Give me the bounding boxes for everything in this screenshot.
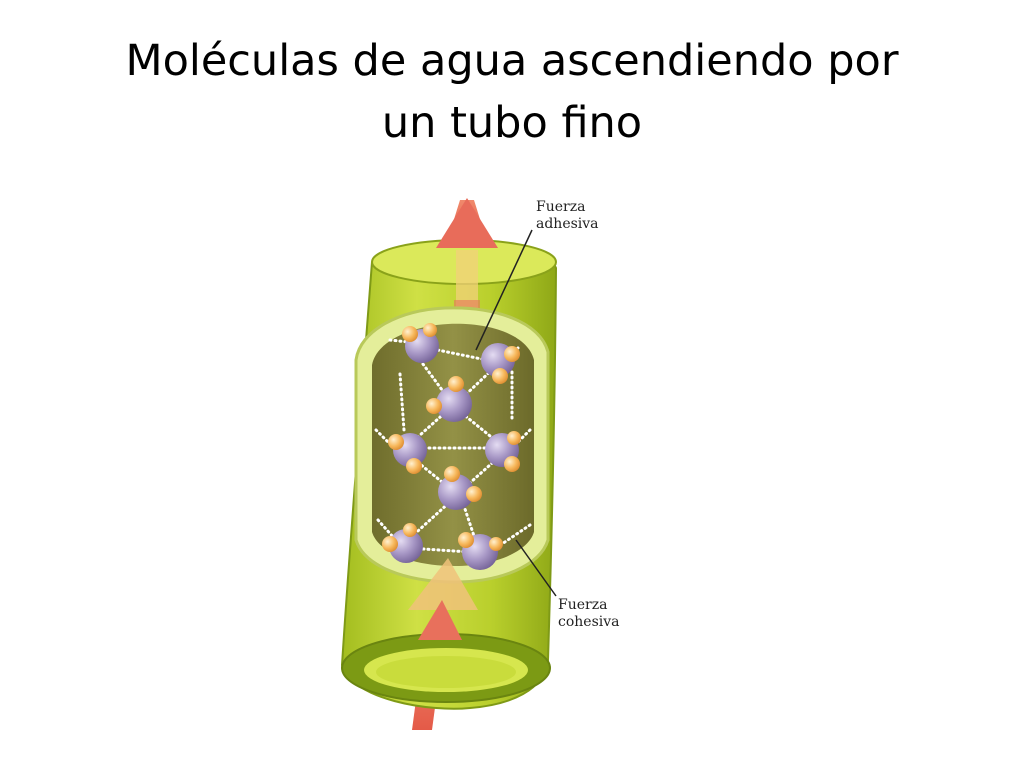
cohesive-label-line-1: Fuerza — [558, 597, 607, 613]
cohesive-label-line-2: cohesiva — [558, 614, 620, 630]
bottom-arrow-head-icon — [408, 558, 478, 640]
adhesive-force-label: Fuerza adhesiva — [536, 199, 599, 232]
water-molecule-icon — [481, 343, 520, 384]
slide-title: Moléculas de agua ascendiendo por un tub… — [40, 30, 984, 154]
cohesive-force-label: Fuerza cohesiva — [558, 597, 620, 630]
water-molecules — [382, 323, 521, 570]
cohesive-callout-line — [515, 539, 557, 597]
water-molecule-icon — [426, 376, 472, 422]
water-molecule-icon — [382, 523, 423, 563]
water-molecule-icon — [458, 532, 503, 570]
water-molecule-icon — [485, 431, 521, 472]
adhesive-callout-line — [475, 229, 533, 351]
water-molecule-icon — [438, 466, 482, 510]
adhesive-label-line-2: adhesiva — [536, 216, 599, 232]
adhesive-label-line-1: Fuerza — [536, 199, 585, 215]
water-molecule-icon — [402, 323, 439, 363]
title-line-2: un tubo fino — [381, 98, 643, 148]
title-line-1: Moléculas de agua ascendiendo por — [125, 36, 899, 86]
water-molecule-icon — [388, 433, 427, 474]
